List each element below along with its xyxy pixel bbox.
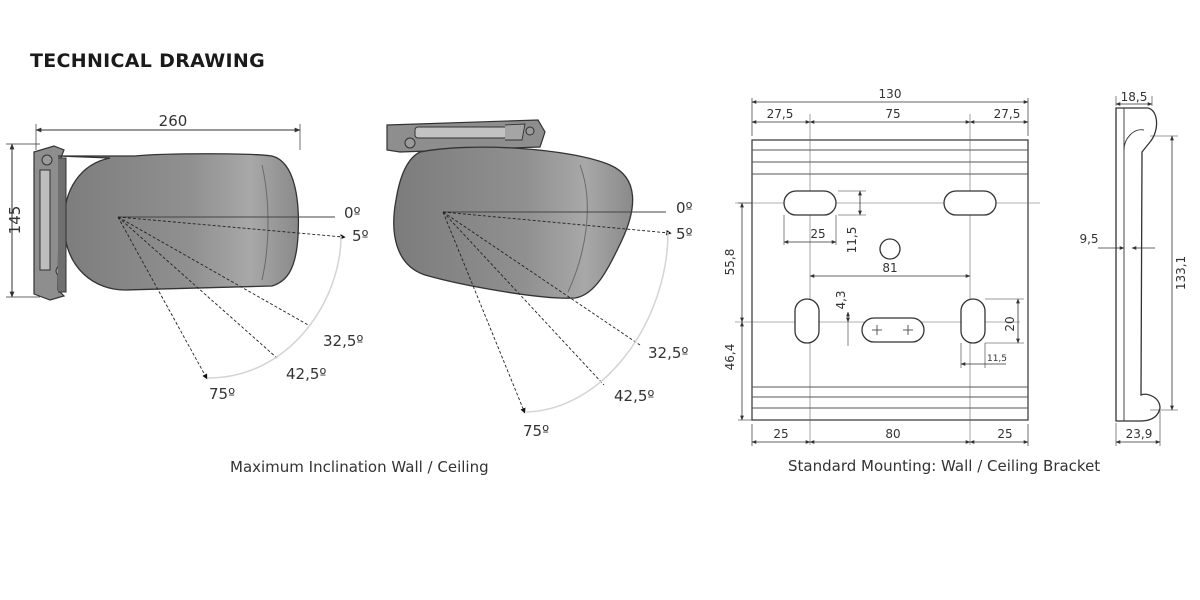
bottom-left-label: 25 [773,427,788,441]
small-width-label: 11,5 [987,354,1007,364]
hole-spacing-label: 81 [882,261,897,275]
bracket-top-left: 27,5 [767,107,794,121]
slot-width-label: 25 [810,227,825,241]
wall-angle-5: 5º [352,227,369,245]
ceiling-angle-5: 5º [676,225,693,243]
wall-width-label: 260 [159,112,188,130]
slot-height-label: 11,5 [845,227,859,254]
wall-angle-0: 0º [344,204,361,222]
bracket-side-view: 18,5 9,5 133,1 23,9 [1079,90,1188,446]
slot-vertical-label: 20 [1003,316,1017,331]
ceiling-angle-32-5: 32,5º [648,344,688,362]
side-offset: 9,5 [1079,232,1098,246]
bracket-total-width: 130 [879,87,902,101]
bottom-middle-label: 80 [885,427,900,441]
upper-height-label: 55,8 [723,249,737,276]
wall-mount-drawing: 260 145 0º 5º 32,5º 42,5º 75º [6,112,369,403]
bracket-top-middle: 75 [885,107,900,121]
side-height: 133,1 [1174,256,1188,290]
ceiling-angle-42-5: 42,5º [614,387,654,405]
wall-angle-75: 75º [209,385,235,403]
ceiling-angle-0: 0º [676,199,693,217]
ceiling-angle-75: 75º [523,422,549,440]
bottom-right-label: 25 [997,427,1012,441]
caption-mounting: Standard Mounting: Wall / Ceiling Bracke… [788,457,1101,475]
wall-angle-42-5: 42,5º [286,365,326,383]
ceiling-mount-drawing: 0º 5º 32,5º 42,5º 75º [386,119,693,440]
small-height-label: 4,3 [834,290,848,309]
side-top-width: 18,5 [1121,90,1148,104]
bracket-top-right: 27,5 [994,107,1021,121]
lower-height-label: 46,4 [723,344,737,371]
caption-inclination: Maximum Inclination Wall / Ceiling [230,458,489,476]
wall-height-label: 145 [6,206,24,235]
wall-angle-32-5: 32,5º [323,332,363,350]
bracket-front-view: 130 27,5 75 27,5 25 11,5 [723,87,1040,446]
side-bottom-width: 23,9 [1126,427,1153,441]
page-title: TECHNICAL DRAWING [30,50,266,72]
